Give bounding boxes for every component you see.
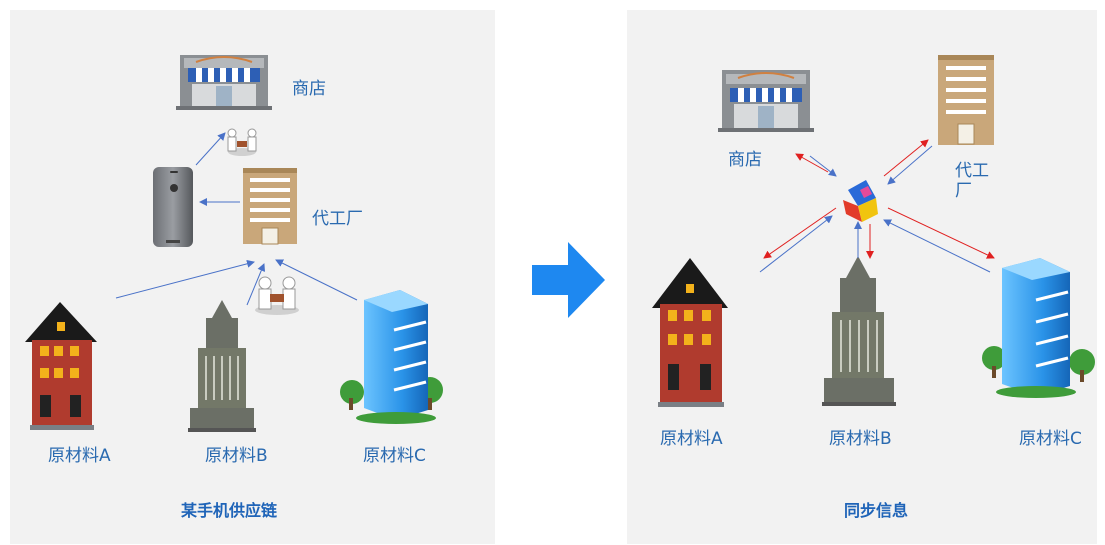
handshake-icon	[255, 276, 299, 315]
house-icon	[652, 258, 728, 407]
store-icon	[176, 55, 272, 110]
factory-label-line1: 代工	[955, 161, 989, 181]
material-c-label: 原材料C	[1019, 429, 1082, 449]
flow-arrows-right	[759, 139, 995, 273]
store-icon	[718, 70, 814, 132]
factory-icon	[938, 55, 994, 145]
factory-label-line2: 厂	[955, 181, 972, 201]
handshake-icon	[227, 128, 257, 156]
skyscraper-icon	[188, 300, 256, 432]
store-label: 商店	[728, 150, 762, 170]
house-icon	[25, 302, 97, 430]
smartphone-icon	[153, 167, 193, 247]
material-a-label: 原材料A	[48, 446, 111, 466]
material-c-label: 原材料C	[363, 446, 426, 466]
factory-label: 代工厂	[312, 209, 363, 229]
big-right-arrow-icon	[532, 242, 605, 318]
material-b-label: 原材料B	[205, 446, 268, 466]
material-a-label: 原材料A	[660, 429, 723, 449]
skyscraper-icon	[822, 256, 896, 406]
hub-cube-icon	[843, 180, 878, 222]
supply-chain-title: 某手机供应链	[181, 501, 278, 520]
material-b-label: 原材料B	[829, 429, 892, 449]
store-label: 商店	[292, 79, 326, 99]
sync-title: 同步信息	[844, 501, 909, 520]
office-tower-icon	[340, 290, 443, 424]
office-tower-icon	[982, 258, 1095, 398]
flow-arrows-left	[115, 132, 358, 306]
factory-icon	[243, 168, 297, 245]
